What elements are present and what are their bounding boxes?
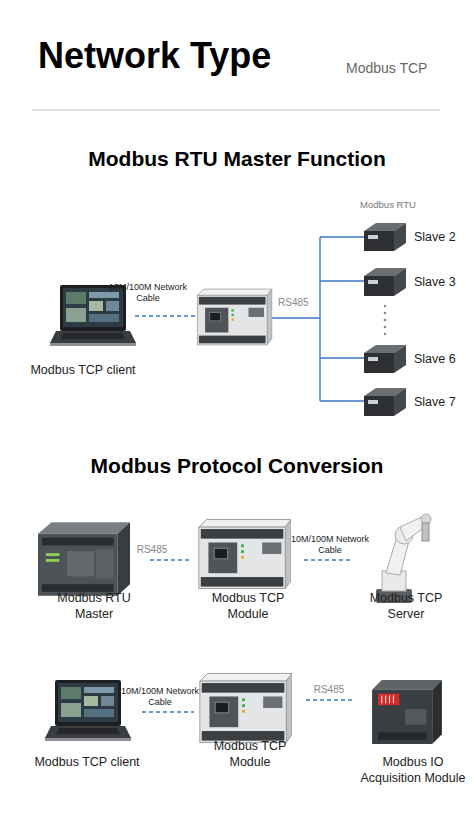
bus-label: RS485 bbox=[278, 297, 309, 310]
plc-icon bbox=[38, 522, 130, 596]
ellipsis-dot bbox=[384, 319, 387, 322]
laptop-icon bbox=[45, 680, 131, 741]
protocol-tag: Modbus TCP bbox=[346, 60, 427, 78]
connector-label: 10M/100M Network Cable bbox=[288, 534, 372, 557]
tcp-server-robot: Modbus TCP Server bbox=[350, 502, 462, 622]
ellipsis-dot bbox=[384, 312, 387, 315]
connector-label: RS485 bbox=[130, 544, 174, 557]
device-caption: Slave 3 bbox=[414, 274, 456, 290]
slave-icon bbox=[364, 268, 406, 296]
cable-connector bbox=[142, 711, 194, 712]
cable-label: 10M/100M Network Cable bbox=[106, 282, 190, 305]
io-module: Modbus IO Acquisition Module bbox=[352, 678, 474, 786]
bus-name: Modbus RTU bbox=[340, 199, 436, 211]
connector-label: RS485 bbox=[307, 684, 351, 697]
slave-device: Slave 3 bbox=[362, 266, 462, 298]
tcp-module: Modbus TCP Module bbox=[194, 666, 306, 770]
slave-icon bbox=[364, 345, 406, 373]
network-cable bbox=[135, 315, 195, 316]
device-caption: Slave 7 bbox=[414, 394, 456, 410]
cable-connector bbox=[150, 559, 192, 560]
laptop-icon bbox=[50, 285, 136, 346]
device-caption: Modbus IO Acquisition Module bbox=[352, 754, 474, 786]
section-heading: Modbus RTU Master Function bbox=[0, 146, 474, 172]
connector-label: 10M/100M Network Cable bbox=[118, 686, 202, 709]
tcp-module-icon bbox=[197, 289, 271, 345]
tcp-module: Modbus TCP Module bbox=[192, 512, 304, 622]
tcp-module-icon bbox=[199, 519, 291, 588]
robot-icon bbox=[376, 514, 431, 603]
slave-device: Slave 6 bbox=[362, 343, 462, 375]
ellipsis-dot bbox=[384, 305, 387, 308]
device-caption: Modbus TCP Server bbox=[350, 590, 462, 622]
slave-icon bbox=[364, 223, 406, 251]
device-caption: Slave 6 bbox=[414, 351, 456, 367]
rs485-bus bbox=[272, 237, 364, 401]
device-caption: Modbus RTU Master bbox=[38, 590, 150, 622]
device-caption: Slave 2 bbox=[414, 229, 456, 245]
device-caption: Modbus TCP client bbox=[30, 362, 135, 378]
slave-device: Slave 2 bbox=[362, 221, 462, 253]
device-caption: Modbus TCP Module bbox=[192, 590, 304, 622]
cable-connector bbox=[306, 699, 352, 700]
tcp-module-icon bbox=[200, 673, 292, 742]
header-rule bbox=[32, 110, 440, 111]
device-caption: Modbus TCP Module bbox=[194, 738, 306, 770]
rtu-master-plc: Modbus RTU Master bbox=[38, 518, 150, 622]
ellipsis-dot bbox=[384, 326, 387, 329]
ellipsis-dot bbox=[384, 333, 387, 336]
section-heading: Modbus Protocol Conversion bbox=[0, 453, 474, 479]
slave-device: Slave 7 bbox=[362, 386, 462, 418]
cable-connector bbox=[304, 559, 350, 560]
slave-icon bbox=[364, 388, 406, 416]
device-caption: Modbus TCP client bbox=[34, 754, 139, 770]
io-module-icon bbox=[372, 680, 442, 744]
client-laptop: Modbus TCP client bbox=[28, 283, 138, 378]
page-title: Network Type bbox=[38, 36, 271, 76]
